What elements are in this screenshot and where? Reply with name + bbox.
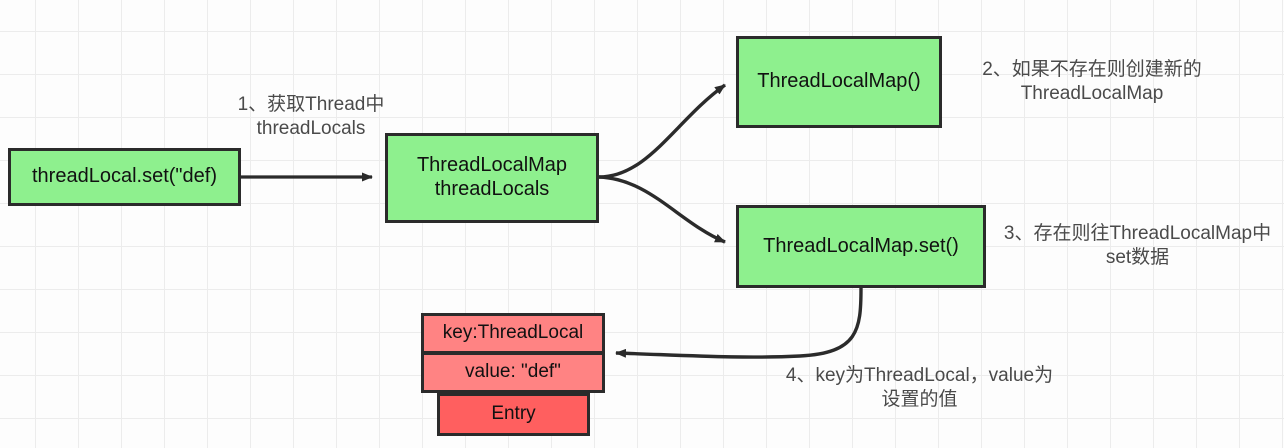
node-threadlocalmap-threadlocals[interactable]: ThreadLocalMap threadLocals bbox=[385, 133, 599, 223]
label-step-4: 4、key为ThreadLocal，value为 设置的值 bbox=[785, 365, 1054, 411]
entry-value-cell[interactable]: value: "def" bbox=[421, 353, 605, 393]
entry-label-box[interactable]: Entry bbox=[437, 393, 590, 436]
node-threadlocalmap-set[interactable]: ThreadLocalMap.set() bbox=[736, 205, 986, 288]
connector-threadlocals-to-mapset bbox=[598, 175, 726, 244]
label-step-1: 1、获取Thread中 threadLocals bbox=[237, 94, 385, 140]
label-step-3: 3、存在则往ThreadLocalMap中 set数据 bbox=[1003, 223, 1272, 269]
node-threadlocal-set[interactable]: threadLocal.set("def) bbox=[8, 148, 241, 206]
entry-key-cell[interactable]: key:ThreadLocal bbox=[421, 313, 605, 353]
label-step-2: 2、如果不存在则创建新的 ThreadLocalMap bbox=[982, 59, 1202, 105]
connector-threadlocals-to-newmap bbox=[598, 83, 726, 179]
connector-mapset-to-entry bbox=[615, 287, 863, 359]
node-new-threadlocalmap[interactable]: ThreadLocalMap() bbox=[736, 36, 942, 128]
